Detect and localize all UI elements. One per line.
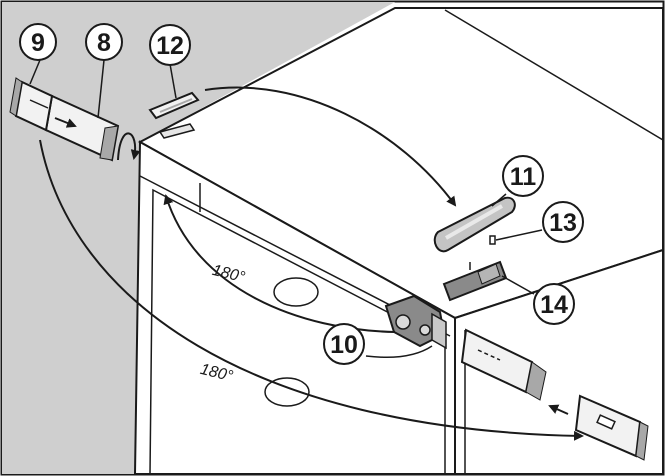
- callout-13-label: 13: [549, 209, 577, 237]
- callout-9: 9: [19, 23, 57, 61]
- callout-11: 11: [502, 155, 544, 197]
- part-10-screw-left: [395, 314, 411, 330]
- callout-8: 8: [85, 23, 123, 61]
- cabinet-top-back-edge: [444, 9, 664, 141]
- arrow-move-cover-to-hinge: [204, 86, 457, 207]
- part-11-highlight: [445, 204, 503, 240]
- leader-line-14: [501, 275, 535, 295]
- arrow-leader-part-10: [365, 345, 433, 359]
- callout-12-label: 12: [156, 32, 184, 60]
- slide-arrow-lower-right: [548, 404, 569, 415]
- slide-arrow-upper-left: [54, 117, 77, 128]
- door-hole-upper: [273, 277, 319, 307]
- callout-10-label: 10: [330, 331, 358, 359]
- callout-10: 10: [323, 323, 365, 365]
- part-10-hinge-pin: [431, 312, 447, 350]
- relocated-clip-shade: [635, 421, 649, 461]
- part-9-shade: [9, 77, 23, 117]
- top-socket: [158, 123, 196, 139]
- leader-line-11: [491, 193, 507, 207]
- relocated-clip-slot: [596, 414, 616, 430]
- leader-line-9: [29, 59, 41, 85]
- leader-line-12: [169, 63, 177, 99]
- callout-14: 14: [533, 283, 575, 325]
- relocated-bracket-shade: [525, 361, 547, 401]
- door-hole-lower: [264, 377, 310, 407]
- door-outline: [149, 188, 446, 475]
- callout-9-label: 9: [31, 29, 45, 57]
- callout-8-label: 8: [97, 29, 111, 57]
- arrow-bracket-to-socket: [117, 132, 141, 161]
- part-13-pin: [489, 235, 496, 245]
- part-9-slot: [29, 99, 49, 109]
- leader-line-8: [97, 59, 105, 119]
- callout-11-label: 11: [510, 163, 537, 191]
- leader-line-13: [495, 229, 543, 241]
- part-8-shade: [99, 125, 119, 161]
- callout-13: 13: [542, 201, 584, 243]
- callout-14-label: 14: [540, 291, 568, 319]
- arrow-move-clip-to-lower-right: [39, 139, 584, 441]
- part-12-shade: [159, 98, 193, 113]
- part-14-plate-ridge: [477, 263, 501, 285]
- callout-12: 12: [149, 24, 191, 66]
- part-10-screw-right: [419, 324, 431, 336]
